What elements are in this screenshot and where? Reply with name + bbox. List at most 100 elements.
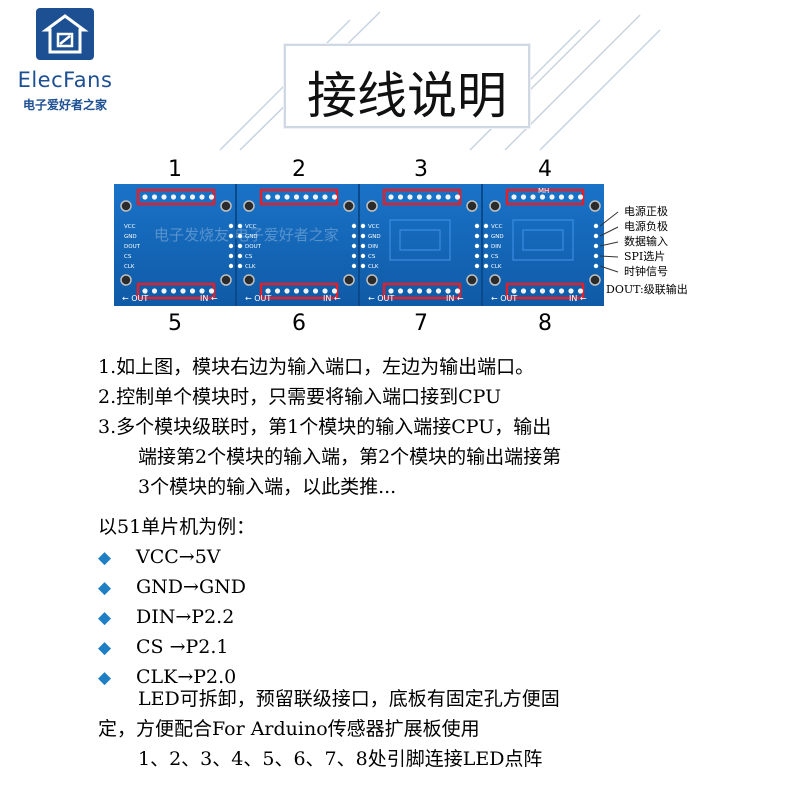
side-pin [593, 263, 599, 269]
pin-name: CLK [124, 264, 135, 270]
connection-text: VCC→5V [136, 546, 221, 568]
in-label: IN ← [446, 294, 464, 303]
header-pin [189, 194, 196, 200]
header-pin [530, 194, 536, 200]
side-pin [360, 223, 366, 229]
module-number: 1 [168, 157, 182, 182]
diamond-icon: ◆ [98, 548, 112, 568]
side-pin [351, 243, 357, 249]
side-pin [237, 243, 243, 249]
page-title: 接线说明 [307, 67, 507, 125]
mounting-hole [243, 274, 255, 286]
mounting-hole [466, 274, 478, 286]
header-pin [454, 288, 461, 294]
side-pin [593, 253, 599, 259]
mounting-hole [220, 274, 232, 286]
module-number: 5 [168, 311, 182, 336]
out-label: ← OUT [491, 294, 517, 303]
pin-label-din: 数据输入 [624, 235, 668, 248]
side-pin [237, 233, 243, 239]
pin-label-vcc: 电源正极 [624, 205, 668, 218]
header-pin [426, 288, 432, 294]
side-pin [360, 243, 366, 249]
header-pin [331, 194, 338, 200]
header-pin [265, 194, 271, 200]
header-pin [322, 194, 328, 200]
header-pin [161, 194, 167, 200]
side-pin [360, 263, 366, 269]
module-number: 8 [538, 311, 552, 336]
header-pin [293, 288, 300, 294]
mounting-hole [589, 274, 601, 286]
mounting-hole [343, 274, 355, 286]
pcb-trace [399, 229, 441, 251]
connection-item: ◆CLK→P2.0 [98, 662, 255, 692]
logo-name: ElecFans [17, 68, 113, 92]
out-label: ← OUT [368, 294, 394, 303]
note-line: 定，方便配合For Arduino传感器扩展板使用 [98, 718, 480, 740]
header-pin [208, 288, 215, 294]
mounting-hole [466, 200, 478, 212]
mounting-hole [120, 274, 132, 286]
mounting-hole [489, 200, 501, 212]
mounting-hole [366, 274, 378, 286]
module-number: 6 [292, 311, 306, 336]
mounting-hole [343, 200, 355, 212]
instructions: 1.如上图，模块右边为输入端口，左边为输出端口。 2.控制单个模块时，只需要将输… [98, 352, 778, 502]
diamond-icon: ◆ [98, 578, 112, 598]
header-pin [530, 288, 536, 294]
side-pin [237, 253, 243, 259]
header-pin [161, 288, 167, 294]
header-pin [558, 288, 565, 294]
elecfans-logo: ElecFans 电子爱好者之家 [6, 6, 122, 112]
header-pin [151, 288, 158, 294]
pin-label-gnd: 电源负极 [624, 220, 668, 233]
pin-name: DOUT [245, 244, 262, 250]
side-pin [351, 223, 357, 229]
module-number: 7 [414, 311, 428, 336]
header-pin [539, 288, 546, 294]
note-line: 1、2、3、4、5、6、7、8处引脚连接LED点阵 [138, 748, 543, 770]
title-box: 接线说明 [284, 44, 530, 128]
header-pin [435, 288, 442, 294]
watermark: 电子发烧友 电子爱好者之家 [154, 226, 339, 244]
header-pin [568, 194, 574, 200]
board-mark: MH [538, 187, 549, 195]
header-pin [208, 194, 215, 200]
header-pin [293, 194, 300, 200]
header-pin [284, 194, 290, 200]
pin-name: VCC [245, 224, 257, 230]
side-pin [228, 243, 234, 249]
logo-tagline: 电子爱好者之家 [22, 98, 107, 112]
pin-name: CLK [368, 264, 379, 270]
header-pin [407, 194, 413, 200]
side-pin [228, 223, 234, 229]
header-pin [331, 288, 338, 294]
header-pin [435, 194, 442, 200]
mounting-hole [366, 200, 378, 212]
pin-name: VCC [491, 224, 503, 230]
connection-item: ◆ VCC→5V [98, 542, 255, 572]
mounting-hole [120, 200, 132, 212]
pin-name: GND [491, 234, 504, 240]
header-pin [416, 194, 423, 200]
side-pin [237, 263, 243, 269]
header-pin [170, 194, 177, 200]
header-pin [312, 194, 319, 200]
pin-label-dout: DOUT:级联输出 [606, 283, 688, 296]
side-pin [474, 223, 480, 229]
mounting-hole [489, 274, 501, 286]
instruction-line: 3.多个模块级联时，第1个模块的输入端接CPU，输出 [98, 416, 552, 438]
header-pin [388, 194, 394, 200]
header-pin [142, 288, 148, 294]
note-line: LED可拆卸，预留联级接口，底板有固定孔方便固 [138, 688, 560, 710]
header-pin [445, 194, 451, 200]
header-pin [549, 194, 555, 200]
pin-name: DIN [491, 244, 501, 250]
side-pin [228, 263, 234, 269]
connection-item: ◆GND→GND [98, 572, 255, 602]
pin-name: CS [368, 254, 376, 260]
module-number: 2 [292, 157, 306, 182]
header-pin [199, 194, 205, 200]
